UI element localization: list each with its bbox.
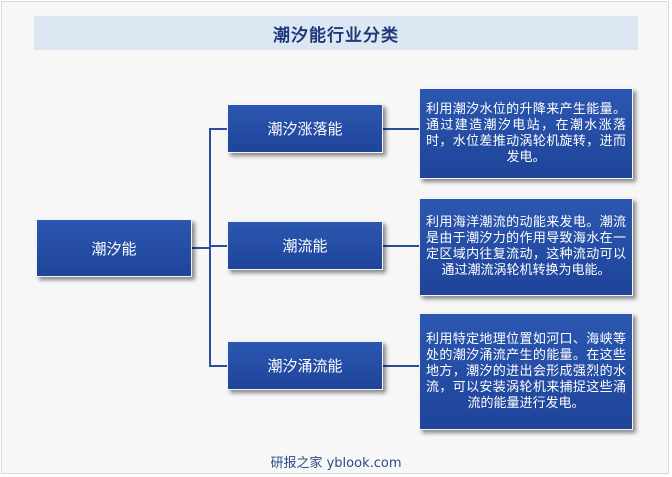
footer-watermark: 研报之家 yblook.com	[270, 456, 402, 471]
connector-trunk	[209, 128, 211, 366]
connector-branch-1	[209, 128, 227, 130]
description-text: 利用潮汐水位的升降来产生能量。通过建造潮汐电站，在潮水涨落时，水位差推动涡轮机旋…	[426, 101, 626, 165]
connector-branch-2	[209, 245, 227, 247]
branch-label: 潮流能	[282, 237, 328, 255]
description-box-tidal-range: 利用潮汐水位的升降来产生能量。通过建造潮汐电站，在潮水涨落时，水位差推动涡轮机旋…	[419, 88, 633, 179]
root-label: 潮汐能	[91, 239, 137, 258]
connector-desc-3	[383, 365, 419, 367]
branch-node-tidal-stream: 潮流能	[227, 221, 383, 270]
description-text: 利用海洋潮流的动能来发电。潮流是由于潮汐力的作用导致海水在一定区域内往复流动，这…	[426, 215, 626, 278]
connector-desc-2	[383, 245, 419, 247]
root-node: 潮汐能	[36, 219, 192, 277]
branch-label: 潮汐涨落能	[267, 120, 343, 138]
connector-desc-1	[383, 128, 419, 130]
connector-branch-3	[209, 365, 227, 367]
diagram-title: 潮汐能行业分类	[273, 25, 399, 46]
branch-node-tidal-surge: 潮汐涌流能	[227, 341, 383, 390]
title-bar: 潮汐能行业分类	[34, 16, 638, 50]
branch-node-tidal-range: 潮汐涨落能	[227, 104, 383, 153]
description-box-tidal-stream: 利用海洋潮流的动能来发电。潮流是由于潮汐力的作用导致海水在一定区域内往复流动，这…	[419, 198, 633, 296]
branch-label: 潮汐涌流能	[267, 357, 343, 375]
description-text: 利用特定地理位置如河口、海峡等处的潮汐涌流产生的能量。在这些地方，潮汐的进出会形…	[426, 331, 626, 411]
connector-root-stem	[192, 247, 210, 249]
description-box-tidal-surge: 利用特定地理位置如河口、海峡等处的潮汐涌流产生的能量。在这些地方，潮汐的进出会形…	[419, 313, 633, 430]
